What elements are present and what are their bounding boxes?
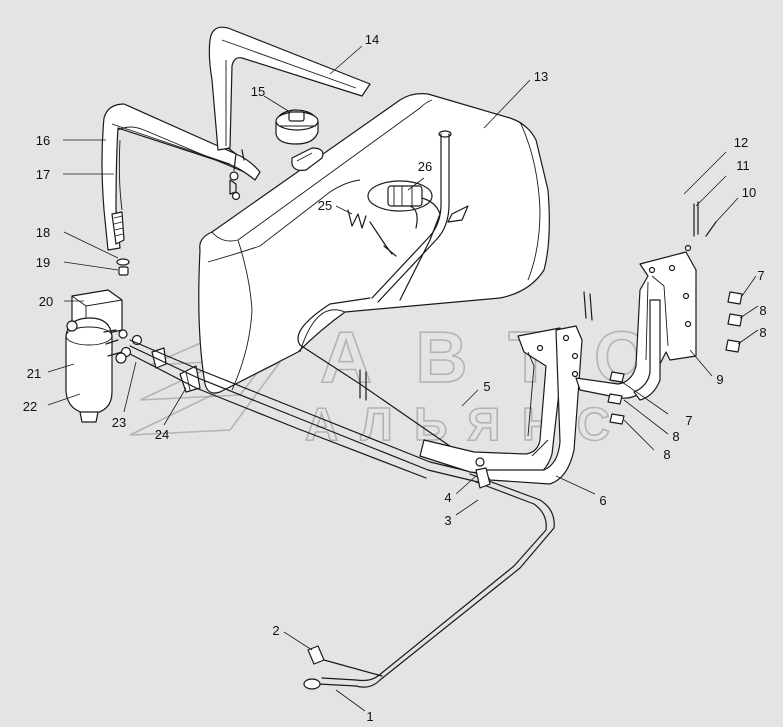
leader-lines: [47, 45, 759, 712]
callout-5: 5: [483, 379, 490, 394]
callout-24: 24: [155, 427, 169, 442]
callout-22: 22: [23, 399, 37, 414]
callout-18: 18: [36, 225, 50, 240]
fuel-line-long: [303, 369, 555, 690]
callout-7b: 7: [757, 268, 764, 283]
callout-10: 10: [742, 185, 756, 200]
fuel-filter: [65, 289, 132, 423]
callout-8c: 8: [759, 303, 766, 318]
tube-fittings: [115, 334, 201, 393]
fuel-tube-vertical: [371, 130, 452, 303]
callout-14: 14: [365, 32, 379, 47]
callout-19: 19: [36, 255, 50, 270]
tank-strap-left: [101, 103, 261, 251]
callout-7a: 7: [685, 413, 692, 428]
callout-4: 4: [444, 490, 451, 505]
callout-11: 11: [736, 158, 750, 173]
tank-bracket-rear: [575, 251, 697, 401]
fuel-lines-filter: [129, 297, 481, 483]
callout-9: 9: [716, 372, 723, 387]
callout-20: 20: [39, 294, 53, 309]
tank-bracket-front: [419, 325, 583, 485]
callout-26: 26: [418, 159, 432, 174]
callout-21: 21: [27, 366, 41, 381]
callout-8b: 8: [663, 447, 670, 462]
callout-15: 15: [251, 84, 265, 99]
callout-25: 25: [318, 198, 332, 213]
callout-23: 23: [112, 415, 126, 430]
callout-3: 3: [444, 513, 451, 528]
callout-13: 13: [534, 69, 548, 84]
callout-16: 16: [36, 133, 50, 148]
bracket-bolts: [583, 201, 743, 425]
strap-washer-nut: [116, 258, 130, 276]
tank-strap-top: [208, 26, 371, 201]
callout-1: 1: [366, 709, 373, 724]
callout-8a: 8: [672, 429, 679, 444]
callout-numbers: 1 2 3 4 5 6 7 7 8 8 8 8 9 10 11 12 13 14…: [23, 32, 767, 724]
tube-clip: [347, 205, 469, 257]
callout-17: 17: [36, 167, 50, 182]
callout-6: 6: [599, 493, 606, 508]
filler-cap: [275, 109, 319, 145]
callout-8d: 8: [759, 325, 766, 340]
callout-12: 12: [734, 135, 748, 150]
fuel-tank: [198, 93, 550, 394]
callout-2: 2: [272, 623, 279, 638]
